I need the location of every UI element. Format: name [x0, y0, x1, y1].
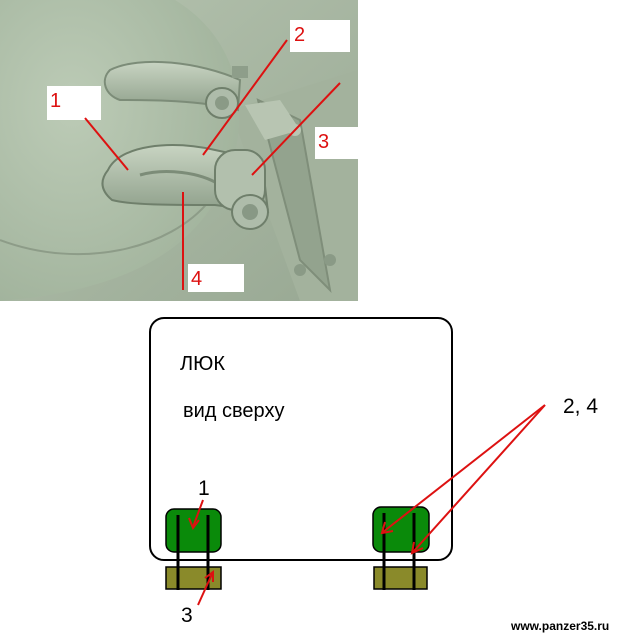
arrow-label-3: [197, 573, 213, 606]
hatch-subtitle: вид сверху: [183, 400, 284, 422]
photo-leader-lines: [84, 39, 341, 290]
upper-hinge-shape: [103, 60, 248, 119]
photo-label-1: 1: [50, 90, 61, 112]
photo-label-2: 2: [294, 24, 305, 46]
left-hinge: [165, 508, 222, 590]
photo-label-4: 4: [191, 268, 202, 290]
diagram-label-1: 1: [198, 477, 210, 500]
arrow-label-2-upper: [382, 404, 546, 533]
diagram-label-2-4: 2, 4: [563, 395, 598, 418]
hatch-outline: [149, 317, 453, 561]
photo-label-box-2: [290, 20, 350, 52]
photo-label-box-3: [315, 127, 358, 159]
hatch-title: ЛЮК: [180, 353, 225, 375]
arrow-label-1: [192, 499, 204, 528]
right-hinge: [372, 506, 430, 590]
hatch-diagram: ЛЮК вид сверху 1 3 2, 4: [149, 317, 598, 627]
watermark: www.panzer35.ru: [510, 619, 609, 633]
arrow-label-4-lower: [412, 404, 546, 553]
right-hinge-cap: [372, 506, 430, 553]
diagram-arrows: [188, 404, 546, 606]
diagram-label-3: 3: [181, 604, 193, 627]
hinge-photo: 1 2 3 4: [0, 0, 358, 301]
photo-label-box-1: [47, 86, 101, 120]
right-hinge-base: [373, 566, 428, 590]
left-hinge-cap: [165, 508, 222, 553]
photo-label-3: 3: [318, 131, 329, 153]
photo-label-box-4: [188, 264, 244, 292]
lower-hinge-shape: [101, 144, 270, 230]
